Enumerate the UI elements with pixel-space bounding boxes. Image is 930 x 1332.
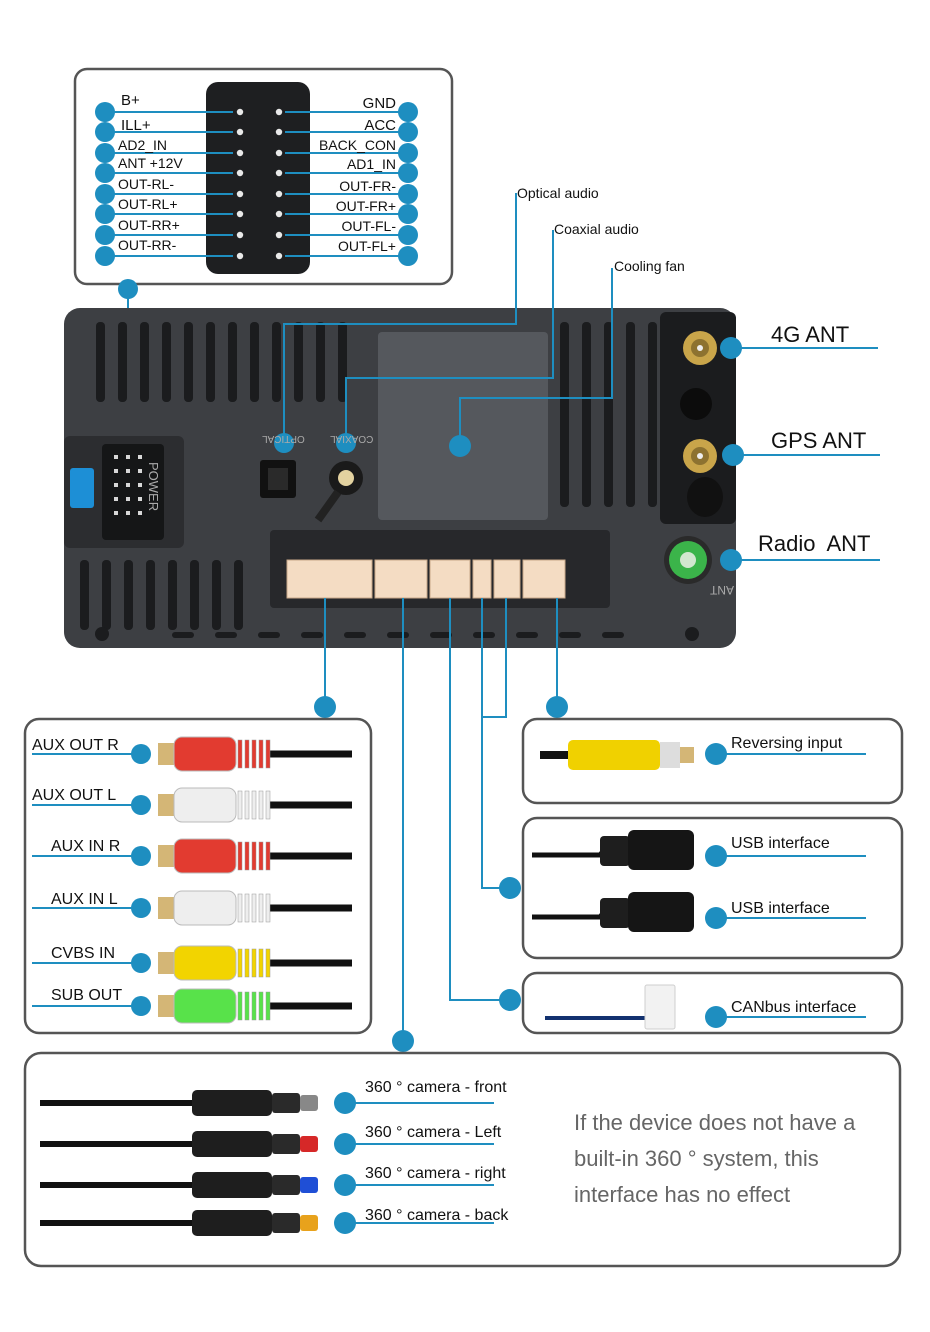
harness-pin-ad1: AD1_IN xyxy=(346,156,396,172)
cooling-fan-plate xyxy=(378,332,548,520)
camera-back-label: 360 ° camera - back xyxy=(365,1207,509,1224)
harness-pin-out-rl-neg: OUT-RL- xyxy=(118,176,174,192)
harness-pin-b-plus: B+ xyxy=(121,92,140,109)
canbus-interface-label: CANbus interface xyxy=(731,999,857,1016)
callout-lines xyxy=(283,193,880,561)
power-silk-label: POWER xyxy=(146,462,161,512)
rca-label-sub-out: SUB OUT xyxy=(51,987,123,1004)
camera-plug xyxy=(40,1090,494,1116)
rca-plug xyxy=(32,945,352,981)
harness-pin-out-rl-pos: OUT-RL+ xyxy=(118,196,178,212)
camera-plug xyxy=(40,1131,494,1157)
rca-plug xyxy=(32,787,352,823)
rca-plug xyxy=(32,838,352,874)
rca-label-aux-in-r: AUX IN R xyxy=(51,838,121,855)
harness-connector xyxy=(206,82,310,274)
harness-pin-gnd: GND xyxy=(362,95,396,112)
antenna-gps-jack xyxy=(683,439,717,473)
canbus-plug xyxy=(545,984,676,1030)
rca-plug xyxy=(32,988,352,1024)
camera-plug xyxy=(40,1210,494,1236)
camera-front-label: 360 ° camera - front xyxy=(365,1079,507,1096)
harness-pin-out-fl-pos: OUT-FL+ xyxy=(338,238,396,254)
rca-label-aux-out-r: AUX OUT R xyxy=(32,737,119,754)
usb-interface-2-label: USB interface xyxy=(731,900,830,917)
harness-pin-ill: ILL+ xyxy=(121,117,151,134)
camera-left-label: 360 ° camera - Left xyxy=(365,1124,502,1141)
harness-pin-back-con: BACK_CON xyxy=(318,137,396,153)
harness-leader-lines xyxy=(105,111,408,257)
rca-plugs xyxy=(32,736,352,1024)
antenna-gps-label: GPS ANT xyxy=(771,428,867,453)
rca-frame xyxy=(23,717,373,1035)
coaxial-audio-label: Coaxial audio xyxy=(554,221,639,237)
usb-cable-1 xyxy=(532,830,694,870)
callout-dots xyxy=(274,337,744,571)
harness-pin-out-fr-neg: OUT-FR- xyxy=(339,178,396,194)
camera-plugs xyxy=(40,1090,494,1236)
coaxial-silk-label: COAXIAL xyxy=(330,433,374,444)
harness-pin-out-fl-neg: OUT-FL- xyxy=(341,218,396,234)
reversing-input-label: Reversing input xyxy=(731,735,843,752)
white-connectors xyxy=(286,559,566,599)
reversing-plug xyxy=(540,740,694,770)
usb-cable-2 xyxy=(532,892,694,932)
harness-dots xyxy=(95,102,418,266)
radio-antenna-jack xyxy=(664,536,712,584)
antenna-radio-label: Radio ANT xyxy=(758,531,871,556)
optical-audio-label: Optical audio xyxy=(517,185,599,201)
harness-pin-acc: ACC xyxy=(364,117,396,134)
camera-plug xyxy=(40,1172,494,1198)
harness-pin-ant: ANT +12V xyxy=(118,155,183,171)
rca-label-aux-out-l: AUX OUT L xyxy=(32,787,117,804)
harness-pin-out-rr-pos: OUT-RR+ xyxy=(118,217,180,233)
antenna-4g-jack xyxy=(683,331,717,365)
harness-pins xyxy=(236,108,283,260)
camera-right-label: 360 ° camera - right xyxy=(365,1165,506,1182)
cooling-fan-label: Cooling fan xyxy=(614,258,685,274)
rca-plug xyxy=(32,890,352,926)
rca-label-cvbs-in: CVBS IN xyxy=(51,945,116,962)
optical-silk-label: OPTICAL xyxy=(262,433,305,444)
usb-frame xyxy=(521,816,904,960)
rca-label-aux-in-l: AUX IN L xyxy=(51,891,118,908)
camera-note: If the device does not have a built-in 3… xyxy=(574,1110,856,1207)
harness-pin-out-fr-pos: OUT-FR+ xyxy=(335,198,396,214)
cooling-vents xyxy=(80,322,657,630)
usb-interface-1-label: USB interface xyxy=(731,835,830,852)
ant-silk-label: ANT xyxy=(710,583,734,597)
rca-plug xyxy=(32,736,352,772)
harness-pin-out-rr-neg: OUT-RR- xyxy=(118,237,177,253)
antenna-4g-label: 4G ANT xyxy=(771,322,850,347)
harness-pin-ad2: AD2_IN xyxy=(118,137,168,153)
